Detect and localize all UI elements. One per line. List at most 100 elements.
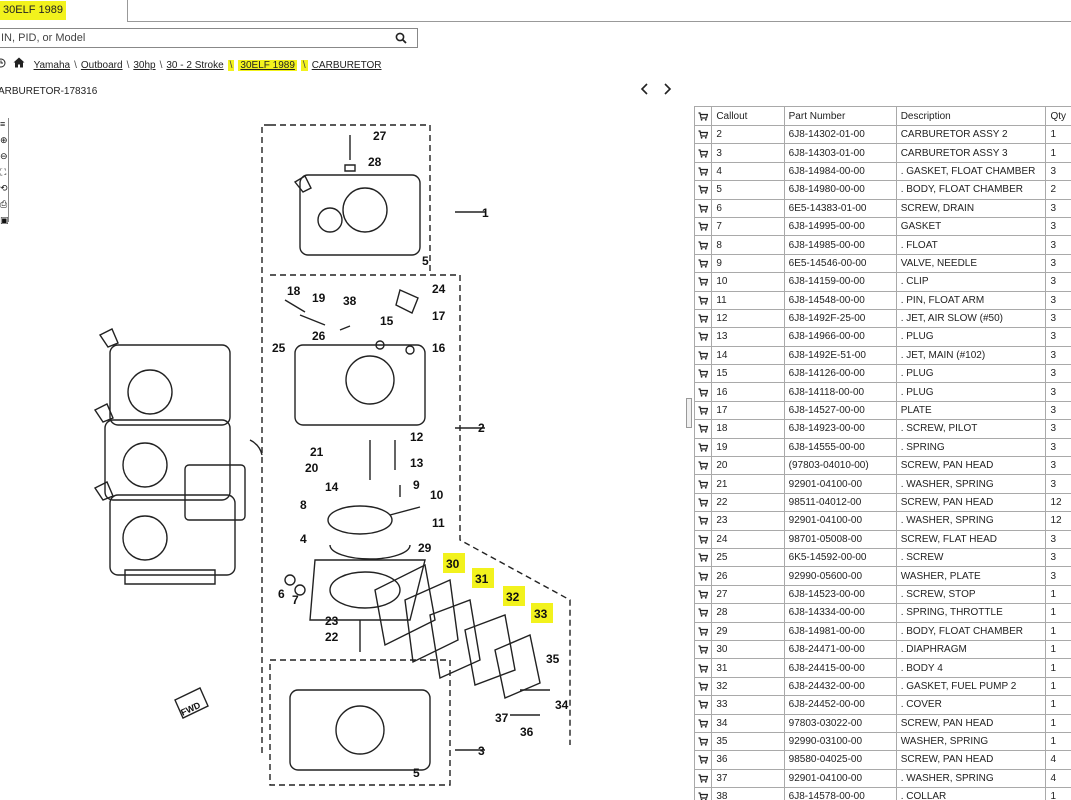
- add-to-cart-icon[interactable]: [694, 456, 713, 476]
- add-to-cart-icon[interactable]: [694, 198, 713, 218]
- chevron-left-icon[interactable]: [640, 82, 654, 98]
- column-header-description[interactable]: Description: [895, 106, 1047, 126]
- cell-part-number[interactable]: 92901-04100-00: [783, 768, 897, 789]
- cell-part-number[interactable]: 92990-05600-00: [783, 566, 897, 586]
- cart-icon[interactable]: [694, 106, 713, 126]
- add-to-cart-icon[interactable]: [694, 474, 713, 494]
- callout-label[interactable]: 24: [432, 282, 446, 296]
- cell-part-number[interactable]: 6J8-24415-00-00: [783, 658, 897, 678]
- callout-label[interactable]: 12: [410, 430, 424, 444]
- add-to-cart-icon[interactable]: [694, 492, 713, 513]
- fit-icon[interactable]: ⛶: [0, 167, 7, 177]
- add-to-cart-icon[interactable]: [694, 382, 713, 402]
- cell-part-number[interactable]: 6J8-14159-00-00: [783, 272, 897, 292]
- column-header-part-number[interactable]: Part Number: [783, 106, 897, 126]
- callout-label[interactable]: 5: [422, 254, 429, 268]
- add-to-cart-icon[interactable]: [694, 547, 713, 568]
- cell-part-number[interactable]: 6J8-14555-00-00: [783, 437, 897, 458]
- cell-part-number[interactable]: 6J8-14578-00-00: [783, 787, 897, 800]
- pane-splitter[interactable]: [686, 398, 692, 428]
- callout-label[interactable]: 37: [495, 711, 509, 725]
- cell-part-number[interactable]: 6J8-1492F-25-00: [783, 308, 897, 329]
- callout-label[interactable]: 5: [413, 766, 420, 780]
- callout-label[interactable]: 21: [310, 445, 324, 459]
- cell-part-number[interactable]: 6E5-14546-00-00: [783, 253, 897, 274]
- add-to-cart-icon[interactable]: [694, 345, 713, 366]
- cell-part-number[interactable]: 6J8-14981-00-00: [783, 621, 897, 641]
- cell-part-number[interactable]: 92990-03100-00: [783, 731, 897, 752]
- add-to-cart-icon[interactable]: [694, 437, 713, 458]
- callout-label[interactable]: 3: [478, 744, 485, 758]
- cell-part-number[interactable]: 98701-05008-00: [783, 529, 897, 549]
- callout-label[interactable]: 34: [555, 698, 569, 712]
- add-to-cart-icon[interactable]: [694, 658, 713, 678]
- callout-label[interactable]: 2: [478, 421, 485, 435]
- cell-part-number[interactable]: 98511-04012-00: [783, 492, 897, 513]
- callout-label[interactable]: 38: [343, 294, 357, 308]
- chevron-right-icon[interactable]: [662, 82, 676, 98]
- search-input[interactable]: [0, 29, 381, 47]
- callout-label[interactable]: 23: [325, 614, 339, 628]
- cell-part-number[interactable]: 6J8-14995-00-00: [783, 216, 897, 237]
- reset-icon[interactable]: ⟲: [0, 183, 8, 193]
- cell-part-number[interactable]: 6K5-14592-00-00: [783, 547, 897, 568]
- cell-part-number[interactable]: 6J8-24452-00-00: [783, 695, 897, 715]
- callout-label[interactable]: 7: [292, 593, 299, 607]
- callout-label[interactable]: 14: [325, 480, 339, 494]
- add-to-cart-icon[interactable]: [694, 327, 713, 347]
- add-to-cart-icon[interactable]: [694, 419, 713, 439]
- callout-label[interactable]: 36: [520, 725, 534, 739]
- add-to-cart-icon[interactable]: [694, 695, 713, 715]
- callout-label[interactable]: 25: [272, 341, 286, 355]
- cell-part-number[interactable]: 6E5-14383-01-00: [783, 198, 897, 218]
- cell-part-number[interactable]: 6J8-14523-00-00: [783, 584, 897, 605]
- zoom-in-icon[interactable]: ⊕: [0, 135, 8, 145]
- add-to-cart-icon[interactable]: [694, 603, 713, 623]
- cell-part-number[interactable]: 6J8-14985-00-00: [783, 235, 897, 255]
- callout-label[interactable]: 22: [325, 630, 339, 644]
- cell-part-number[interactable]: (97803-04010-00): [783, 456, 897, 476]
- add-to-cart-icon[interactable]: [694, 676, 713, 697]
- print-icon[interactable]: ⎙: [0, 199, 8, 209]
- cell-part-number[interactable]: 6J8-14980-00-00: [783, 180, 897, 200]
- callout-label[interactable]: 20: [305, 461, 319, 475]
- add-to-cart-icon[interactable]: [694, 272, 713, 292]
- callout-label[interactable]: 18: [287, 284, 301, 298]
- callout-label[interactable]: 13: [410, 456, 424, 470]
- cell-part-number[interactable]: 6J8-24432-00-00: [783, 676, 897, 697]
- add-to-cart-icon[interactable]: [694, 235, 713, 255]
- add-to-cart-icon[interactable]: [694, 400, 713, 421]
- callout-label[interactable]: 10: [430, 488, 444, 502]
- callout-label[interactable]: 8: [300, 498, 307, 512]
- add-to-cart-icon[interactable]: [694, 787, 713, 800]
- callout-label[interactable]: 19: [312, 291, 326, 305]
- callout-label[interactable]: 15: [380, 314, 394, 328]
- callout-label[interactable]: 29: [418, 541, 432, 555]
- cell-part-number[interactable]: 6J8-14548-00-00: [783, 290, 897, 310]
- menu-icon[interactable]: ≡: [0, 119, 6, 129]
- cell-part-number[interactable]: 98580-04025-00: [783, 750, 897, 770]
- cell-part-number[interactable]: 97803-03022-00: [783, 713, 897, 733]
- breadcrumb-outboard[interactable]: Outboard: [80, 60, 123, 72]
- cell-part-number[interactable]: 6J8-14334-00-00: [783, 603, 897, 623]
- add-to-cart-icon[interactable]: [694, 768, 713, 789]
- callout-label-highlighted[interactable]: 30: [446, 557, 460, 571]
- callout-label[interactable]: 16: [432, 341, 446, 355]
- callout-label[interactable]: 17: [432, 309, 446, 323]
